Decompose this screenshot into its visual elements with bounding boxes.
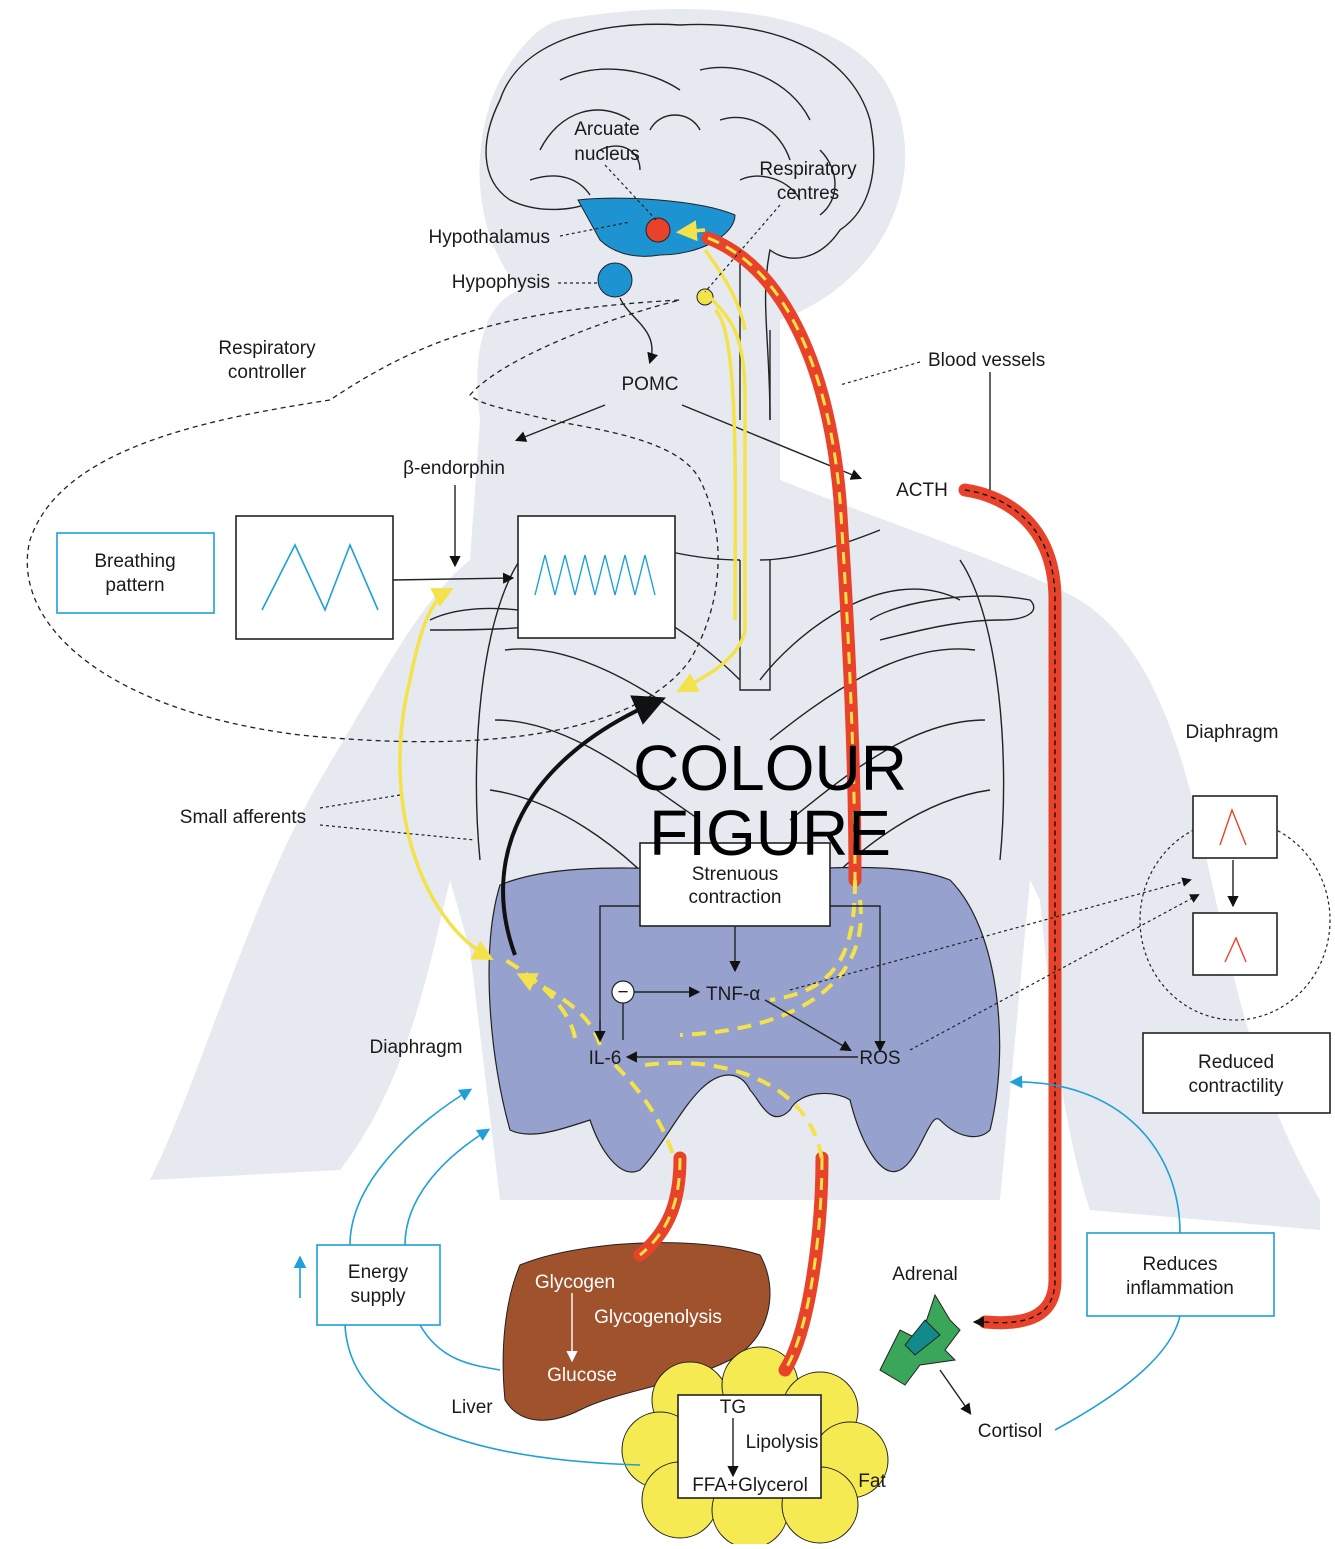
slow-breathing-box (236, 516, 393, 639)
arcuate-label-2: nucleus (574, 144, 640, 165)
lipolysis-label: Lipolysis (746, 1432, 819, 1453)
il6-label: IL-6 (589, 1048, 622, 1069)
reduces-inflammation-label-2: inflammation (1126, 1278, 1234, 1299)
respiratory-centres-label-1: Respiratory (759, 159, 857, 180)
tnf-alpha-label: TNF-α (706, 984, 760, 1005)
breathing-pattern-box (57, 533, 214, 613)
hypophysis-gland (598, 263, 632, 297)
beta-endorphin-label: β-endorphin (403, 458, 505, 479)
breathing-pattern-label-1: Breathing (94, 551, 175, 572)
respiratory-controller-label-1: Respiratory (218, 338, 316, 359)
ros-label: ROS (859, 1048, 900, 1069)
respiratory-centres-label-2: centres (777, 183, 839, 204)
glycogenolysis-label: Glycogenolysis (594, 1307, 722, 1328)
small-afferents-label: Small afferents (180, 807, 306, 828)
acth-label: ACTH (896, 480, 948, 501)
glycogen-label: Glycogen (535, 1272, 615, 1293)
hypophysis-label: Hypophysis (452, 272, 550, 293)
tg-label: TG (720, 1397, 746, 1418)
glucose-label: Glucose (547, 1365, 617, 1386)
energy-supply-label-2: supply (351, 1286, 406, 1307)
diaphragm-right-label: Diaphragm (1186, 722, 1279, 743)
diaphragm-left-label: Diaphragm (370, 1037, 463, 1058)
watermark-line-1: COLOUR (633, 732, 907, 804)
breathing-pattern-label-2: pattern (105, 575, 164, 596)
fast-breathing-box (518, 516, 675, 638)
pomc-label: POMC (622, 374, 679, 395)
reduced-contractility-box (1143, 1033, 1330, 1113)
arcuate-nucleus-dot (646, 218, 670, 242)
adrenal-label: Adrenal (892, 1264, 958, 1285)
fat-label: Fat (858, 1471, 886, 1492)
arcuate-label-1: Arcuate (574, 119, 639, 140)
reduces-inflammation-label-1: Reduces (1143, 1254, 1218, 1275)
blood-vessels-label: Blood vessels (928, 350, 1045, 371)
reduced-contractility-label-1: Reduced (1198, 1052, 1274, 1073)
ffa-glycerol-label: FFA+Glycerol (692, 1475, 808, 1496)
liver-label: Liver (451, 1397, 493, 1418)
minus-sign: − (617, 982, 628, 1003)
energy-supply-box (317, 1245, 440, 1325)
cortisol-label: Cortisol (978, 1421, 1042, 1442)
strenuous-label-2: contraction (689, 887, 782, 908)
energy-supply-label-1: Energy (348, 1262, 409, 1283)
hypothalamus-label: Hypothalamus (429, 227, 550, 248)
reduced-contractility-label-2: contractility (1188, 1076, 1284, 1097)
watermark-line-2: FIGURE (649, 797, 891, 869)
respiratory-controller-label-2: controller (228, 362, 307, 383)
